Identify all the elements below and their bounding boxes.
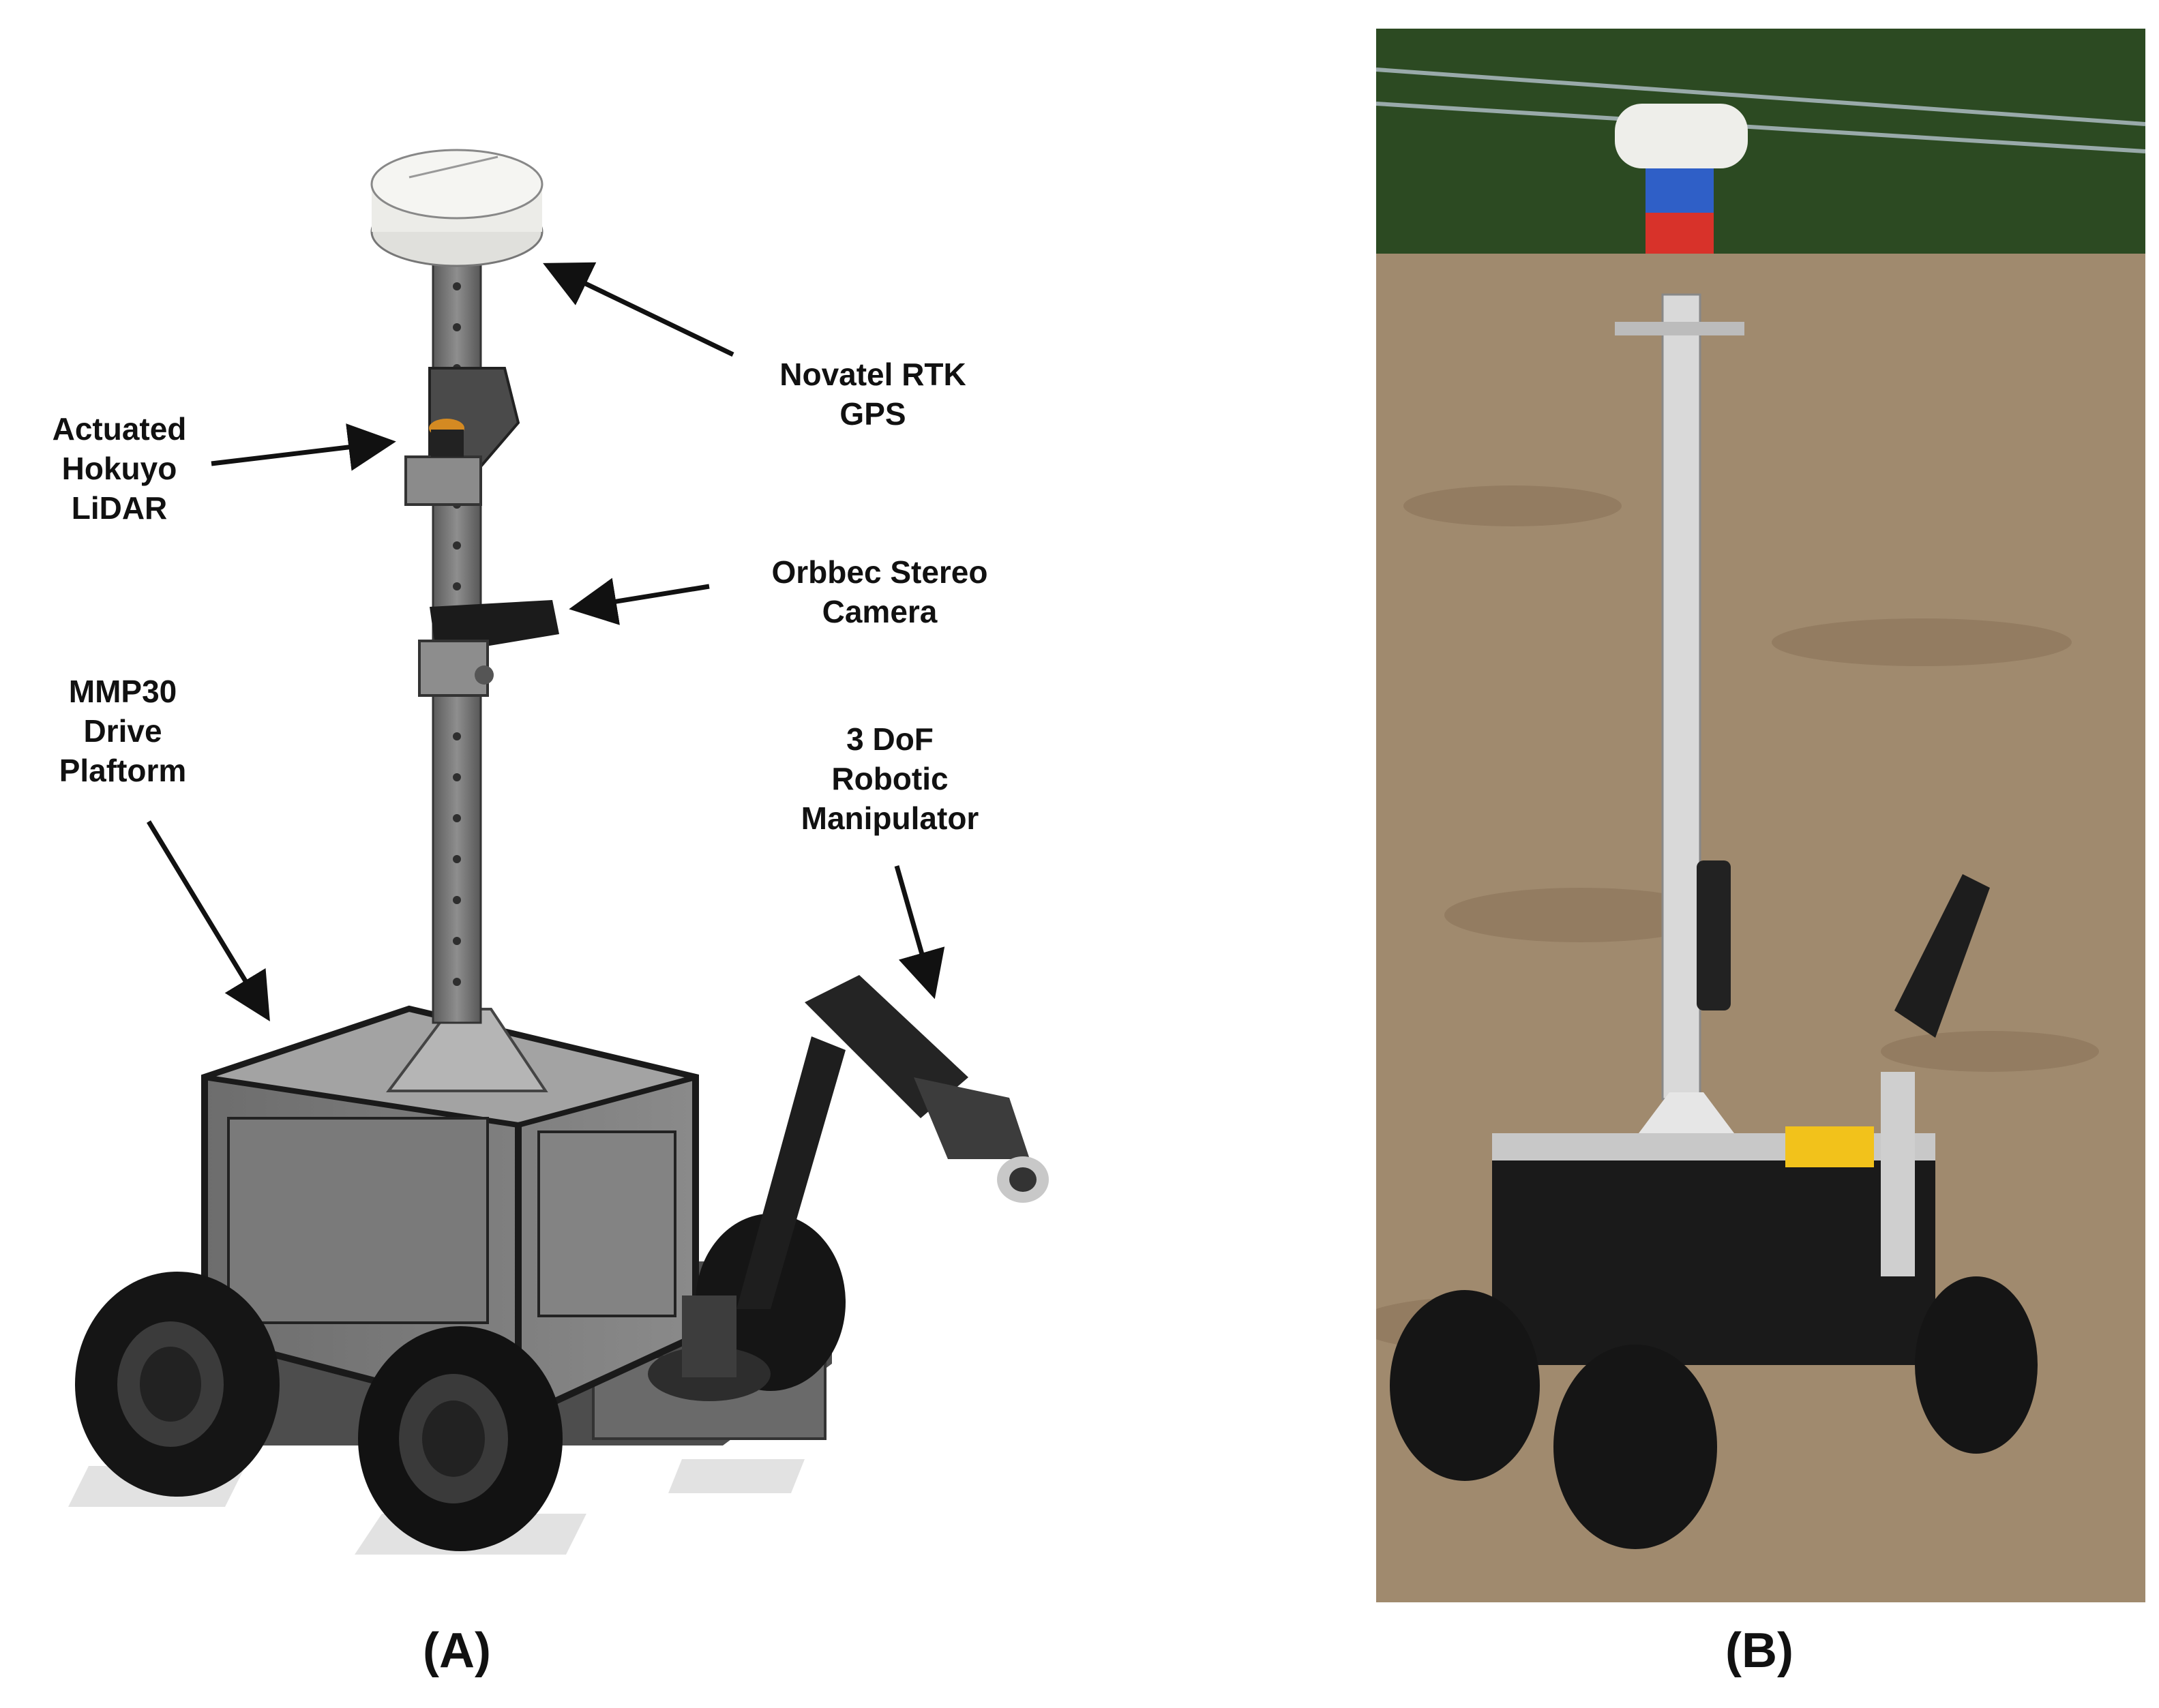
callout-manipulator: 3 DoF Robotic Manipulator: [801, 721, 979, 836]
mast-base: [386, 1008, 548, 1092]
callout-arrows: [147, 262, 945, 1021]
caption-b: (B): [1725, 1623, 1793, 1678]
lidar-assembly: [404, 367, 520, 506]
field-photo: [1376, 29, 2145, 1602]
callout-gps: Novatel RTK GPS: [779, 357, 966, 432]
callout-platform: MMP30 Drive Plaftorm: [59, 674, 187, 788]
tree-line: [1376, 29, 2145, 288]
callout-lidar: Actuated Hokuyo LiDAR: [52, 411, 187, 526]
gps-antenna: [370, 149, 544, 267]
robotic-manipulator: [648, 975, 1049, 1401]
arrow-gps: [543, 262, 734, 357]
field-photo-panel: [1376, 29, 2145, 1602]
caption-a: (A): [423, 1623, 491, 1678]
robot-photo: [1390, 104, 2038, 1549]
cad-render-panel: Novatel RTK GPS Actuated Hokuyo LiDAR Or…: [52, 149, 1049, 1555]
arrow-platform: [147, 820, 270, 1021]
cad-render-drawing: [68, 149, 1049, 1555]
arrow-lidar: [211, 423, 396, 471]
camera-assembly: [418, 600, 559, 697]
arrow-manipulator: [894, 865, 945, 1000]
callout-camera: Orbbec Stereo Camera: [771, 554, 988, 629]
arrow-camera: [569, 578, 710, 625]
irrigation-pivot: [1376, 68, 2145, 153]
